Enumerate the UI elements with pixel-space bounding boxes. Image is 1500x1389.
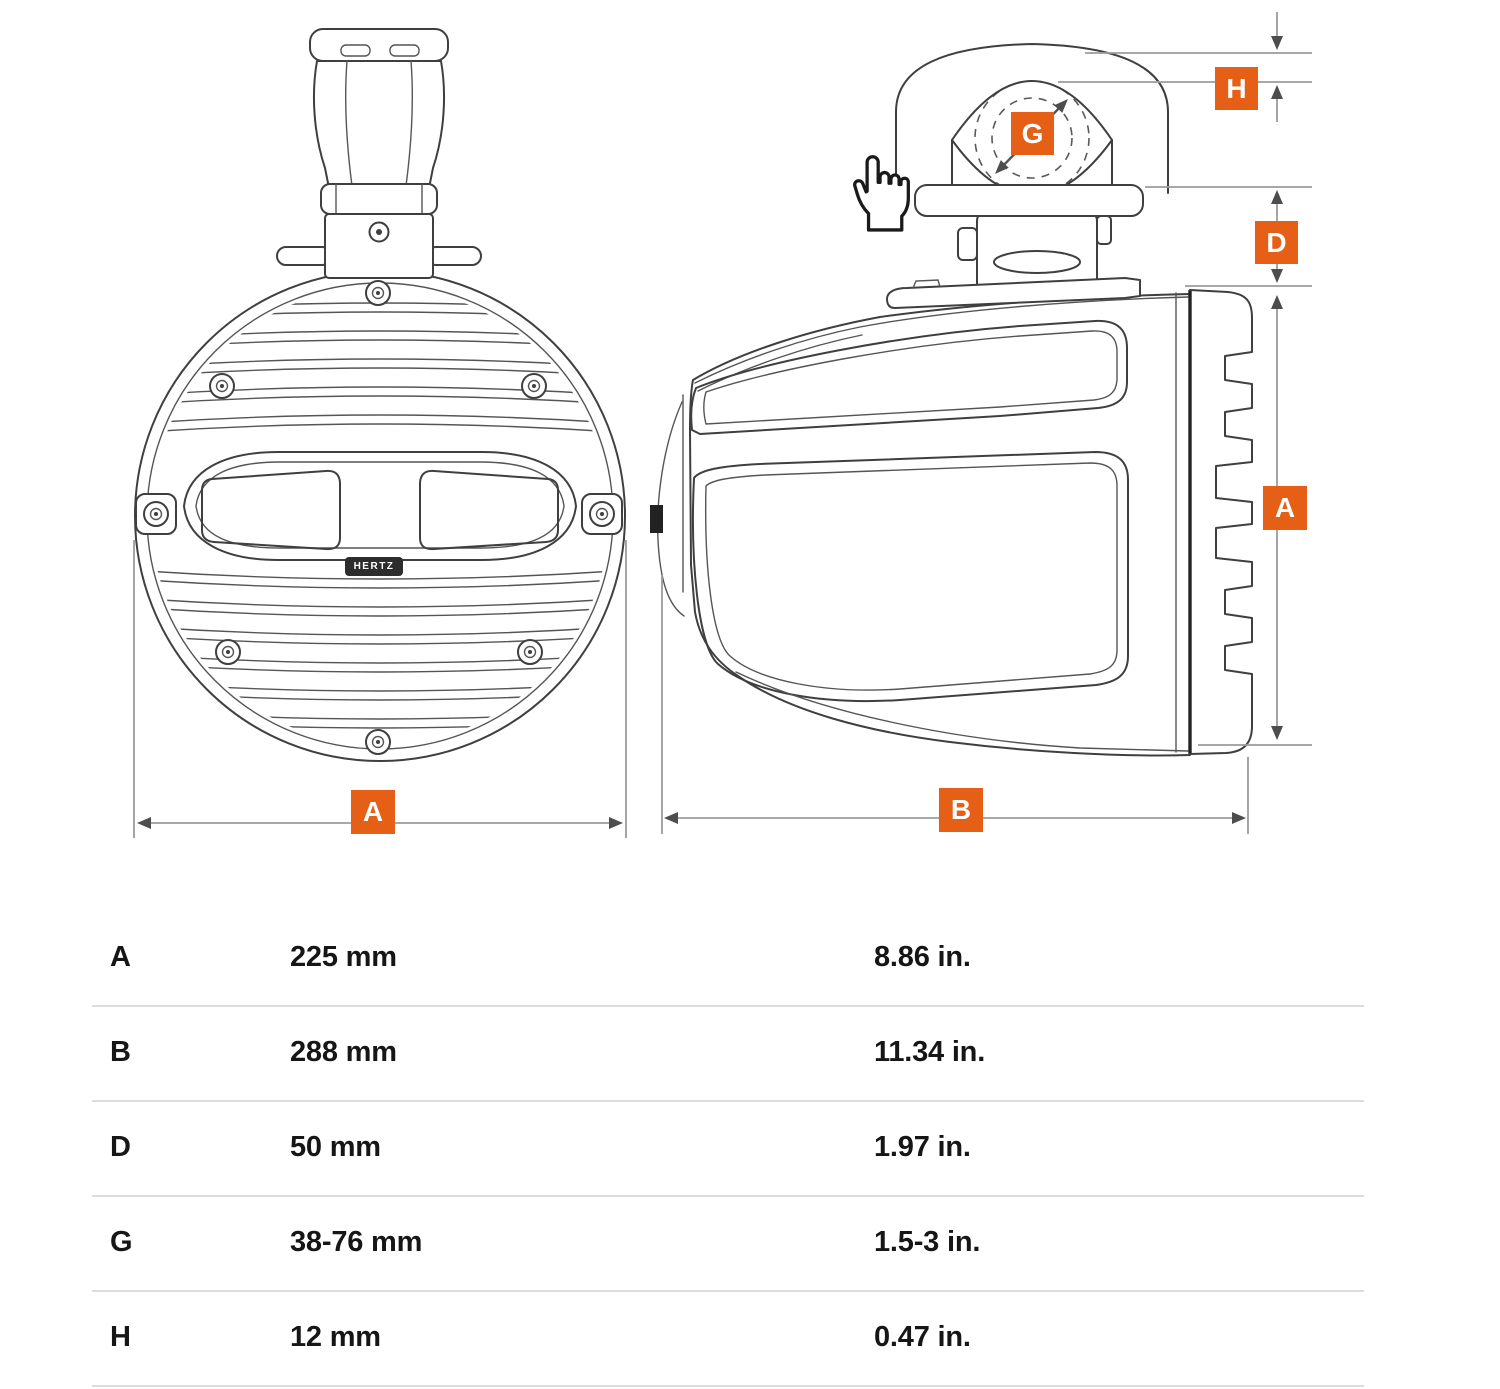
dim-mm: 12 mm [290, 1321, 381, 1353]
dim-inches: 0.47 in. [874, 1321, 971, 1353]
dim-mm: 225 mm [290, 941, 397, 973]
dim-mm: 38-76 mm [290, 1226, 423, 1258]
dim-inches: 8.86 in. [874, 941, 971, 973]
side-view-drawing [650, 43, 1253, 757]
dim-mm: 288 mm [290, 1036, 397, 1068]
dim-letter: H [110, 1321, 131, 1353]
nose-port-mark [650, 505, 663, 533]
table-row-a: A 225 mm 8.86 in. [92, 912, 1364, 1007]
speaker-dimension-diagram [133, 12, 1312, 838]
table-row-h: H 12 mm 0.47 in. [92, 1292, 1364, 1387]
dimensions-table: A 225 mm 8.86 in. B 288 mm 11.34 in. D 5… [92, 912, 1364, 1387]
front-view-drawing [134, 28, 626, 762]
grille-screws [143, 280, 615, 755]
dim-inches: 1.5-3 in. [874, 1226, 981, 1258]
table-row-g: G 38-76 mm 1.5-3 in. [92, 1197, 1364, 1292]
tube-max-diameter-circle [974, 80, 1090, 196]
dim-label-g: G [1011, 112, 1054, 155]
table-row-d: D 50 mm 1.97 in. [92, 1102, 1364, 1197]
dim-letter: B [110, 1036, 131, 1068]
dim-letter: A [110, 941, 131, 973]
dim-letter: G [110, 1226, 133, 1258]
dim-label-a-side: A [1263, 486, 1307, 530]
dim-letter: D [110, 1131, 131, 1163]
dimension-lines [133, 12, 1312, 838]
dim-inches: 1.97 in. [874, 1131, 971, 1163]
dim-inches: 11.34 in. [874, 1036, 986, 1068]
front-clamp-knob [276, 28, 482, 279]
table-row-b: B 288 mm 11.34 in. [92, 1007, 1364, 1102]
dim-label-d: D [1255, 221, 1298, 264]
grille-center-band [183, 451, 577, 561]
dim-label-b: B [939, 788, 983, 832]
brand-badge: HERTZ [345, 557, 403, 576]
dim-label-h: H [1215, 67, 1258, 110]
dim-mm: 50 mm [290, 1131, 381, 1163]
tube-min-diameter-circle [991, 97, 1073, 179]
hand-pointer-icon [853, 155, 910, 232]
dim-label-a-front: A [351, 790, 395, 834]
